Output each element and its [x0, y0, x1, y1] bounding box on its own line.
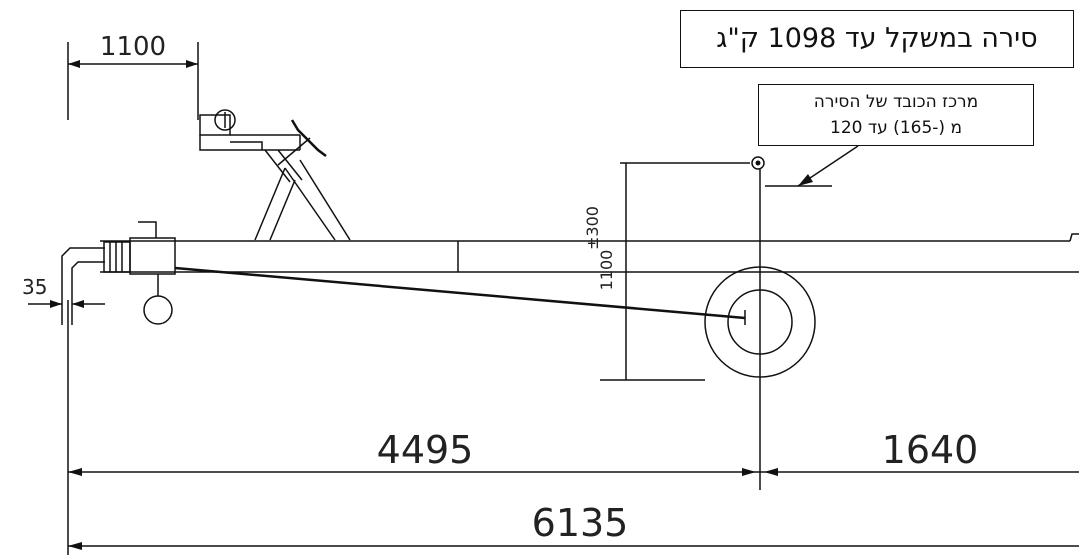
dim-label-axle-to-rear: 1640 — [882, 428, 979, 472]
dim-label-cg-height: 1100 — [597, 250, 616, 291]
boat-weight-note: סירה במשקל עד 1098 ק"ג — [680, 10, 1074, 68]
dim-label-overall: 6135 — [532, 501, 629, 545]
axle-centerline — [620, 145, 859, 490]
dim-label-coupler: 35 — [22, 275, 47, 299]
dim-cg-height: 1100 ±300 — [583, 163, 705, 381]
winch-stand — [199, 109, 351, 241]
cg-note-line2: מ (-165) עד 120 — [830, 118, 962, 138]
cg-range-note: מרכז הכובד של הסירה מ (-165) עד 120 — [758, 84, 1034, 146]
dim-label-hitch: 1100 — [100, 32, 166, 62]
cg-note-line1: מרכז הכובד של הסירה — [813, 92, 979, 112]
trailer-frame — [61, 221, 1079, 325]
dim-coupler-offset: 35 — [22, 275, 105, 325]
dim-lengths: 4495 1640 6135 — [67, 300, 1079, 555]
dim-label-front-to-axle: 4495 — [377, 428, 474, 472]
dim-label-cg-tolerance: ±300 — [583, 206, 602, 250]
dim-hitch-offset: 1100 — [67, 32, 199, 120]
